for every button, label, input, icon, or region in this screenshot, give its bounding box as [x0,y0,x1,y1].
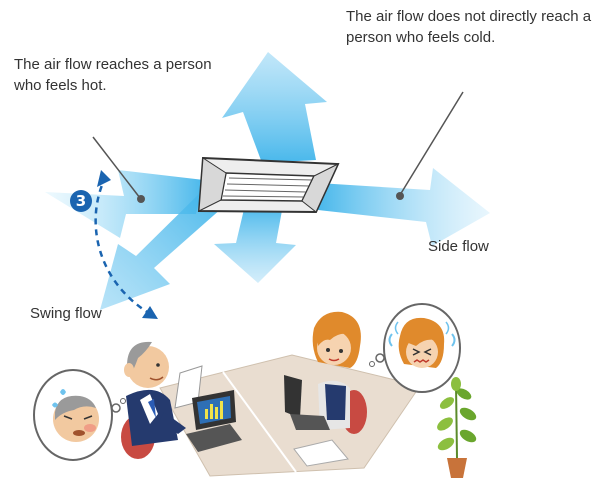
side-flow-label: Side flow [428,238,489,255]
upward-airflow-arrow [222,52,327,163]
cold-person-label: The air flow does not directly reach a p… [346,8,592,46]
ceiling-cassette-ac-icon [197,156,340,214]
hot-person-label: The air flow reaches a person who feels … [14,56,212,94]
swing-flow-label: Swing flow [30,305,102,322]
leader-line-cold [399,91,464,196]
downward-airflow-arrow [214,205,296,283]
laptop-icon [186,390,242,452]
leader-line-hot [92,136,141,199]
leader-dot-cold [396,192,404,200]
laptop-icon [284,375,330,430]
hot-man-thought-bubble [33,369,126,461]
side-flow-arrow [318,168,490,246]
swing-direction-arc [94,170,158,319]
office-desk [159,354,421,477]
cold-woman-thought-bubble [369,303,461,393]
woman-feeling-cold [312,311,367,434]
swing-flow-arrow [100,188,222,310]
potted-plant-icon [437,377,477,478]
step-number-badge: 3 [70,190,92,212]
man-feeling-hot [121,341,186,459]
paper-sheet-icon [293,439,349,467]
left-airflow-arrow [45,170,204,238]
leader-dot-hot [137,195,145,203]
